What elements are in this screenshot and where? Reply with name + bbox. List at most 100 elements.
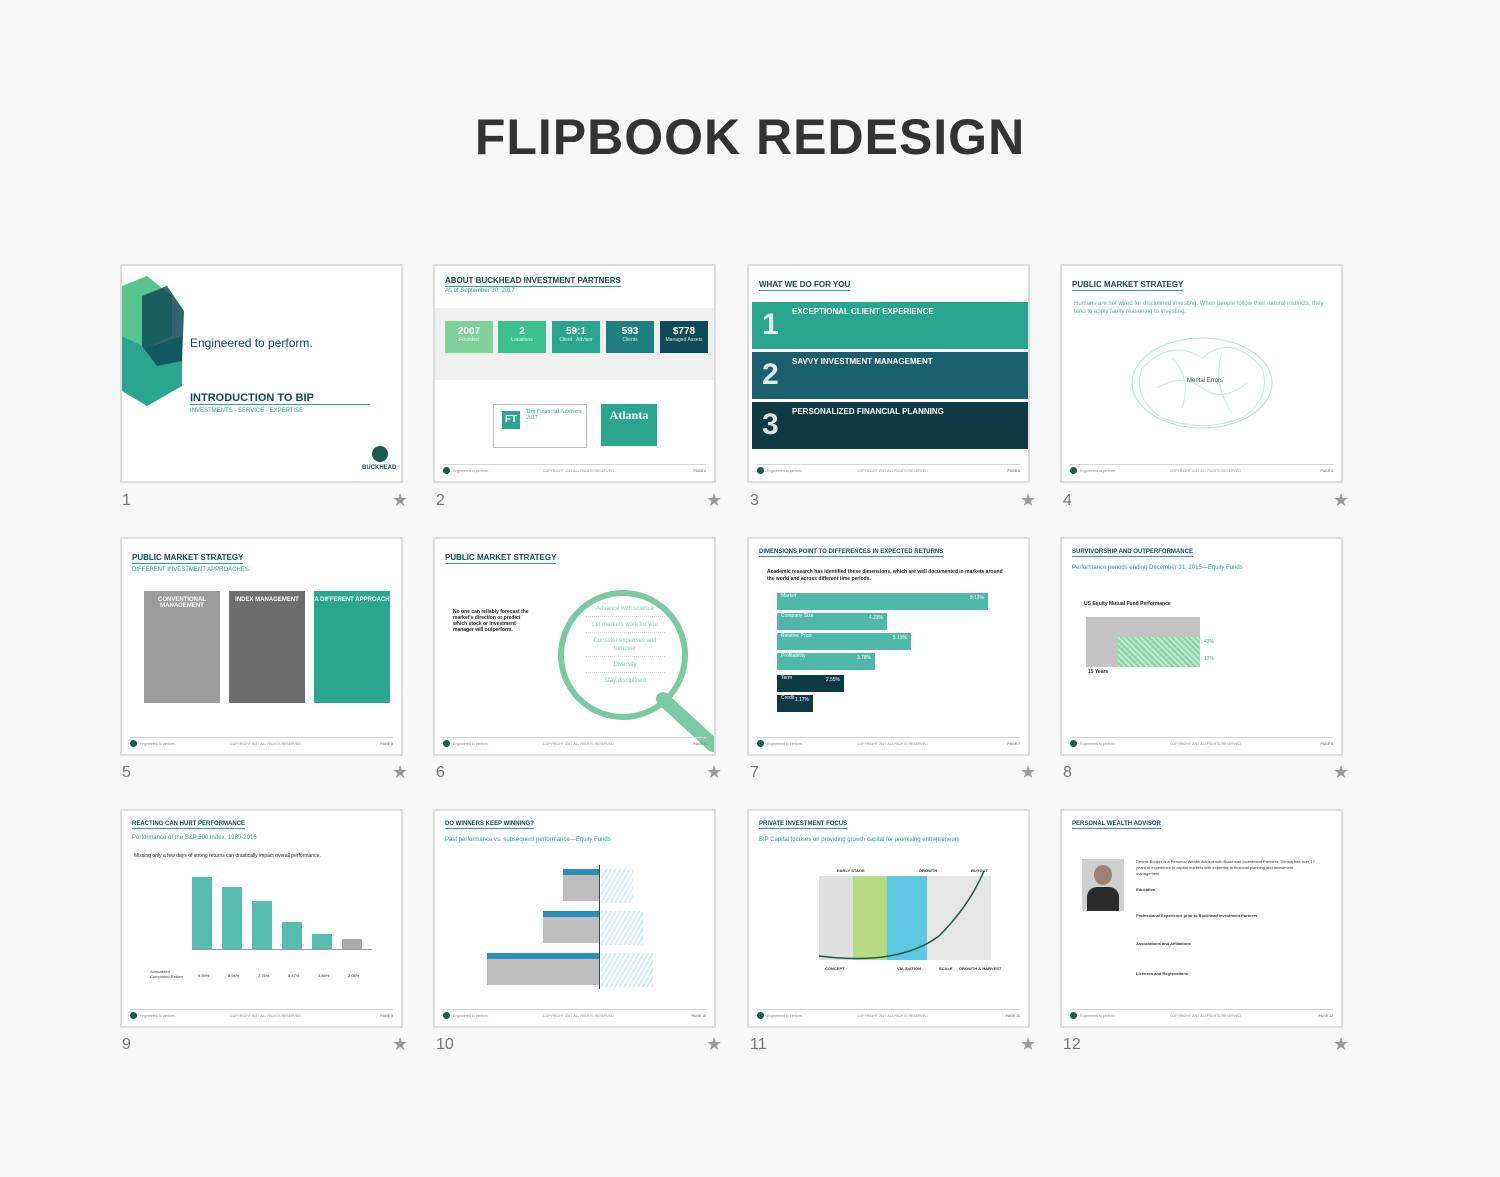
slide-number: 7 [750,764,759,781]
star-icon[interactable]: ★ [392,1034,409,1054]
years-label: 15 Years [1088,669,1109,675]
slide-number: 2 [436,492,445,509]
slide-thumb-4[interactable]: PUBLIC MARKET STRATEGY Humans are not wi… [1060,264,1343,483]
slide-footer: Engineered to perform.COPYRIGHT 2017 ALL… [130,737,393,748]
slide-number: 11 [750,1036,767,1053]
ft-award: FT Top Financial Advisers 2017 [493,404,587,448]
star-icon[interactable]: ★ [1333,490,1350,510]
star-icon[interactable]: ★ [706,762,723,782]
returns-row-label: Annualized Compound Return [150,969,183,979]
slide-footer: Engineered to perform.COPYRIGHT 2017 ALL… [1070,464,1333,475]
slide-number: 8 [1063,764,1072,781]
tagline: Engineered to perform. [190,336,313,350]
slide-title: PERSONAL WEALTH ADVISOR [1072,821,1161,829]
slide-footer: Engineered to perform.COPYRIGHT 2017 ALL… [443,1009,706,1020]
star-icon[interactable]: ★ [1020,762,1037,782]
slide-footer: Engineered to perform.COPYRIGHT 2017 ALL… [757,464,1020,475]
slide-thumb-1[interactable]: Engineered to perform. INTRODUCTION TO B… [120,264,403,483]
bar-6 [342,939,362,949]
star-icon[interactable]: ★ [392,490,409,510]
slide-number: 12 [1063,1036,1081,1053]
stage-late [927,876,991,960]
slide-thumb-2[interactable]: ABOUT BUCKHEAD INVESTMENT PARTNERS As of… [433,264,716,483]
brain-center-label: Mental Errors [1187,378,1224,384]
stage-concept [819,876,853,960]
winners-chart [435,861,714,989]
advisor-bio: Dennis Booker is a Personal Wealth Advis… [1136,859,1315,876]
slide-body-text: Missing only a few days of strong return… [134,853,321,859]
approach-conventional: CONVENTIONAL MANAGEMENT [144,591,220,703]
star-icon[interactable]: ★ [1020,490,1037,510]
chart-title: US Equity Mutual Fund Performance [1084,601,1171,607]
slide-title: PUBLIC MARKET STRATEGY [445,553,557,564]
star-icon[interactable]: ★ [1333,762,1350,782]
hex-logo-graphic [122,276,184,406]
star-icon[interactable]: ★ [1020,1034,1037,1054]
slide-subtitle: As of September 30, 2017 [445,288,515,294]
slide-thumb-10[interactable]: DO WINNERS KEEP WINNING? Past performanc… [433,809,716,1028]
star-icon[interactable]: ★ [1333,1034,1350,1054]
bio-section-associations: Associations and Affiliations [1136,941,1191,946]
slide-number: 9 [122,1036,131,1053]
slide-subtitle: Performance of the S&P 500 Index, 1989-2… [132,835,257,841]
bio-section-licenses: Licenses and Registrations [1136,971,1189,976]
slide-number: 5 [122,764,131,781]
slide-footer: Engineered to perform.COPYRIGHT 2017 ALL… [757,1009,1020,1020]
star-icon[interactable]: ★ [392,762,409,782]
slide-number: 4 [1063,492,1072,509]
sp500-bars [192,873,372,950]
slide-number: 10 [436,1036,454,1053]
slide-title: INTRODUCTION TO BIP [190,392,370,405]
bar-5 [312,934,332,949]
bar-1 [192,877,212,949]
slide-thumb-8[interactable]: SURVIVORSHIP AND OUTPERFORMANCE Performa… [1060,537,1343,756]
slide-footer: Engineered to perform.COPYRIGHT 2017 ALL… [757,737,1020,748]
buckhead-logo-text: BUCKHEAD [362,465,397,471]
approach-index: INDEX MANAGEMENT [229,591,305,703]
slide-thumb-9[interactable]: REACTING CAN HURT PERFORMANCE Performanc… [120,809,403,1028]
slide-title: REACTING CAN HURT PERFORMANCE [132,821,245,829]
slide-thumb-11[interactable]: PRIVATE INVESTMENT FOCUS BIP Capital foc… [747,809,1030,1028]
strategy-list: Advance with science Let markets work fo… [585,605,665,685]
slide-title: WHAT WE DO FOR YOU [759,280,851,291]
slide-number: 3 [750,492,759,509]
slide-subtitle: DIFFERENT INVESTMENT APPROACHES [132,567,249,573]
slide-thumb-6[interactable]: PUBLIC MARKET STRATEGY No one can reliab… [433,537,716,756]
slide-number: 1 [122,492,131,509]
bar-3 [252,901,272,949]
pct-outperformed: 17% [1204,656,1215,662]
pct-survived: 43% [1204,639,1215,645]
slide-thumb-12[interactable]: PERSONAL WEALTH ADVISOR Dennis Booker is… [1060,809,1343,1028]
slide-footer: Engineered to perform.COPYRIGHT 2017 ALL… [443,464,706,475]
slide-body-text: Academic research has identified these d… [767,569,1003,582]
stage-early [853,876,887,960]
star-icon[interactable]: ★ [706,1034,723,1054]
slide-title: DIMENSIONS POINT TO DIFFERENCES IN EXPEC… [759,549,944,557]
slide-thumb-5[interactable]: PUBLIC MARKET STRATEGY DIFFERENT INVESTM… [120,537,403,756]
slide-footer: Engineered to perform.COPYRIGHT 2017 ALL… [130,1009,393,1020]
slide-number: 6 [436,764,445,781]
slide-subtitle: Past performance vs. subsequent performa… [445,837,611,843]
slide-subtitle: Performance periods ending December 31, … [1072,565,1243,571]
slide-thumb-7[interactable]: DIMENSIONS POINT TO DIFFERENCES IN EXPEC… [747,537,1030,756]
atlanta-magazine-award: Atlanta [601,404,657,446]
bio-section-experience: Professional Experience prior to Buckhea… [1136,913,1258,918]
star-icon[interactable]: ★ [706,490,723,510]
slide-footer: Engineered to perform.COPYRIGHT 2017 ALL… [443,737,706,748]
slide-title: ABOUT BUCKHEAD INVESTMENT PARTNERS [445,276,621,287]
slide-title: PUBLIC MARKET STRATEGY [132,553,244,564]
bar-4 [282,922,302,949]
fund-survived-block [1118,637,1200,667]
